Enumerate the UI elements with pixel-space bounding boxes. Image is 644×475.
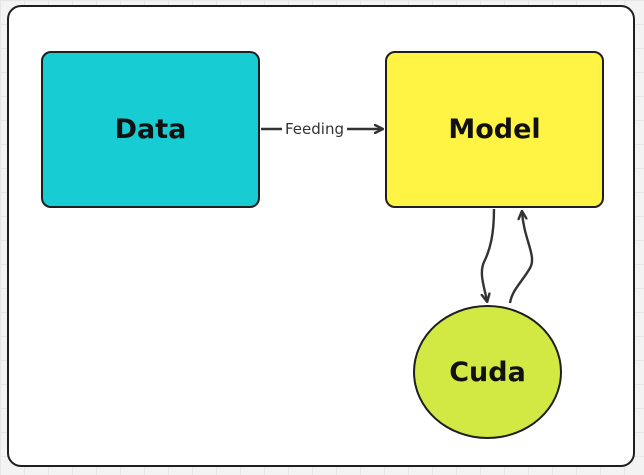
node-cuda-label: Cuda	[449, 356, 526, 388]
edge-label-feeding: Feeding	[282, 117, 347, 141]
node-data-label: Data	[114, 114, 187, 145]
node-model[interactable]: Model	[385, 51, 604, 208]
edge-cuda-to-model[interactable]	[508, 212, 534, 304]
edge-model-to-cuda[interactable]	[482, 208, 496, 301]
node-data[interactable]: Data	[41, 51, 260, 208]
node-cuda[interactable]: Cuda	[413, 305, 562, 439]
node-model-label: Model	[448, 114, 541, 145]
